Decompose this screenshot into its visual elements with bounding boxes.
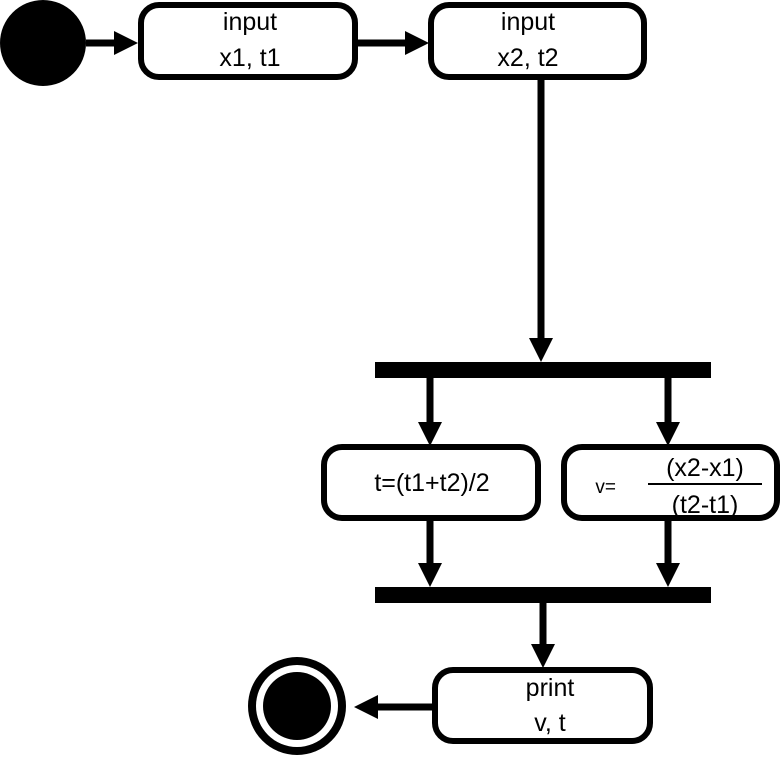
action-box: [138, 2, 358, 80]
action-average-time: t=(t1+t2)/2: [321, 444, 541, 521]
action-print: print v, t: [432, 667, 653, 744]
join-bar: [375, 587, 711, 603]
action-label-line2: x1, t1: [219, 44, 280, 72]
arrowhead-join-left: [418, 563, 442, 587]
arrowhead-print: [531, 644, 555, 668]
action-label: t=(t1+t2)/2: [374, 469, 489, 497]
arrowhead-input1: [114, 31, 138, 55]
action-label-line1: input: [501, 8, 555, 36]
action-label-line2: v, t: [534, 709, 566, 737]
arrowhead-velocity: [656, 422, 680, 446]
fork-bar: [375, 362, 711, 378]
action-box: [428, 2, 647, 80]
velocity-denominator: (t2-t1): [672, 491, 739, 519]
action-input-x2-t2: input x2, t2: [428, 2, 647, 80]
action-box: [432, 667, 653, 744]
action-label-line1: print: [526, 674, 575, 702]
action-label-line2: x2, t2: [497, 44, 558, 72]
arrowhead-fork: [529, 338, 553, 362]
action-velocity: v= (x2-x1) (t2-t1): [561, 444, 780, 521]
action-box: [561, 444, 780, 521]
final-node-center: [263, 672, 331, 740]
arrowhead-avg-t: [418, 422, 442, 446]
final-node: [248, 657, 346, 755]
action-input-x1-t1: input x1, t1: [138, 2, 358, 80]
arrowhead-join-right: [656, 563, 680, 587]
action-box: [321, 444, 541, 521]
velocity-numerator: (x2-x1): [666, 454, 744, 482]
velocity-prefix: v=: [595, 477, 616, 498]
arrowhead-final: [354, 695, 378, 719]
arrowhead-input2: [405, 31, 429, 55]
action-label-line1: input: [223, 8, 277, 36]
initial-node: [0, 0, 86, 86]
